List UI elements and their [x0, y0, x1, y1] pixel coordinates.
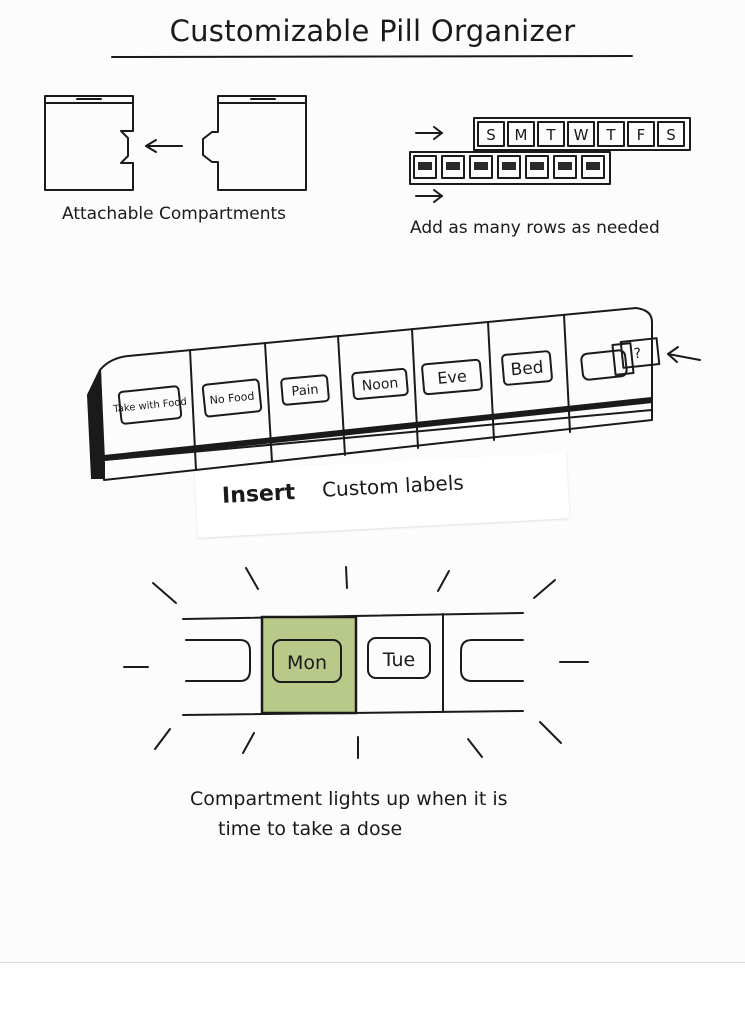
- extra-row-mini-label: [446, 162, 460, 170]
- day-cell: [657, 121, 685, 147]
- custom-label-text: Bed: [510, 358, 545, 381]
- compartment-label-mon: Mon: [287, 652, 327, 674]
- day-letter: T: [545, 126, 556, 144]
- day-cell: [507, 121, 535, 147]
- extra-row-mini-label: [474, 162, 488, 170]
- extra-row-cell: [413, 155, 437, 179]
- day-cell: [597, 121, 625, 147]
- extra-row: [413, 155, 605, 179]
- custom-label-text: Eve: [437, 366, 468, 387]
- insert-slot-arrow: [667, 346, 701, 363]
- day-letter: S: [486, 126, 496, 144]
- light-caption-line1: Compartment lights up when it is: [190, 788, 508, 810]
- label-plate: [117, 385, 183, 425]
- day-compartment-strip: Mon Tue: [182, 612, 524, 716]
- glow-lines: [123, 566, 589, 759]
- insert-caption-strong: Insert: [221, 480, 296, 509]
- label-plate: [421, 358, 483, 396]
- extra-row-frame: [409, 151, 611, 185]
- custom-label-text: No Food: [209, 390, 255, 408]
- scan-margin: [0, 963, 745, 1024]
- day-row-frame: [473, 117, 691, 151]
- custom-label-text: Pain: [291, 382, 319, 399]
- compartment-right: [202, 95, 307, 191]
- extra-row-mini-label: [418, 162, 432, 170]
- extra-row-cell: [525, 155, 549, 179]
- day-letter: S: [666, 126, 676, 144]
- label-slot-question: ?: [633, 346, 642, 363]
- extra-row-cell: [497, 155, 521, 179]
- day-cell: [477, 121, 505, 147]
- day-letter: F: [637, 126, 646, 144]
- page-title: Customizable Pill Organizer: [169, 14, 576, 48]
- custom-label-text: Take with Food: [112, 397, 187, 416]
- custom-label-text: Noon: [361, 375, 399, 394]
- attach-arrow: [145, 139, 183, 153]
- day-cell: [627, 121, 655, 147]
- label-plate: [280, 374, 330, 406]
- label-plate: [351, 368, 409, 400]
- extra-row-mini-label: [502, 162, 516, 170]
- extra-row-cell: [441, 155, 465, 179]
- extra-row-cell: [469, 155, 493, 179]
- rows-arrow-top: [415, 126, 443, 140]
- extra-row-mini-label: [586, 162, 600, 170]
- rows-arrow-bottom: [415, 189, 443, 203]
- light-caption-line2: time to take a dose: [218, 818, 403, 840]
- day-cell: [537, 121, 565, 147]
- label-plate: [501, 350, 553, 386]
- extra-row-mini-label: [558, 162, 572, 170]
- extra-row-cell: [581, 155, 605, 179]
- day-letter: W: [574, 126, 589, 144]
- extra-row-cell: [553, 155, 577, 179]
- label-plate: [201, 378, 263, 418]
- day-cell: [567, 121, 595, 147]
- compartment-left: [44, 95, 134, 191]
- attachable-caption: Attachable Compartments: [62, 204, 287, 224]
- title-underline: [111, 55, 633, 58]
- day-letter: T: [605, 126, 616, 144]
- day-letter: M: [515, 126, 528, 144]
- extra-row-mini-label: [530, 162, 544, 170]
- pill-organizer-row: Take with Food No Food Pain Noon Eve Bed ?: [86, 307, 661, 481]
- rows-caption: Add as many rows as needed: [410, 218, 660, 238]
- compartment-label-tue: Tue: [382, 649, 415, 671]
